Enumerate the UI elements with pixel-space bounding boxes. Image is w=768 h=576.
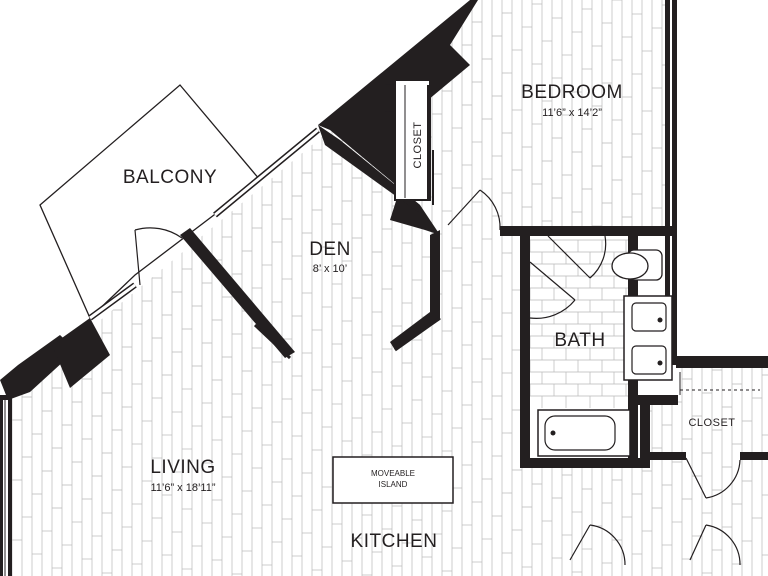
den-label: DEN bbox=[309, 239, 351, 260]
sink-2 bbox=[631, 345, 667, 375]
closet-hall-label: CLOSET bbox=[688, 417, 735, 429]
living-dimensions: 11’6” x 18’11” bbox=[150, 482, 215, 494]
room-labels: BEDROOM 11’6” x 14’2” BALCONY DEN 8’ x 1… bbox=[123, 82, 735, 552]
moveable-island bbox=[332, 456, 454, 504]
bedroom-label: BEDROOM bbox=[521, 82, 623, 103]
sink-1 bbox=[631, 302, 667, 332]
island-label-line1: MOVEABLE bbox=[371, 469, 415, 478]
island-label-line2: ISLAND bbox=[379, 480, 408, 489]
bath-label: BATH bbox=[554, 330, 605, 351]
balcony-label: BALCONY bbox=[123, 167, 217, 188]
kitchen-label: KITCHEN bbox=[351, 531, 438, 552]
den-dimensions: 8’ x 10’ bbox=[313, 263, 347, 275]
bath-fixtures bbox=[537, 249, 673, 457]
balcony-outline bbox=[39, 84, 261, 320]
living-label: LIVING bbox=[150, 457, 215, 478]
interior-walls bbox=[394, 0, 768, 468]
toilet-bowl bbox=[611, 252, 649, 280]
bedroom-dimensions: 11’6” x 14’2” bbox=[542, 107, 602, 119]
door-swings bbox=[134, 189, 741, 566]
closet-bedroom-label: CLOSET bbox=[412, 121, 424, 168]
